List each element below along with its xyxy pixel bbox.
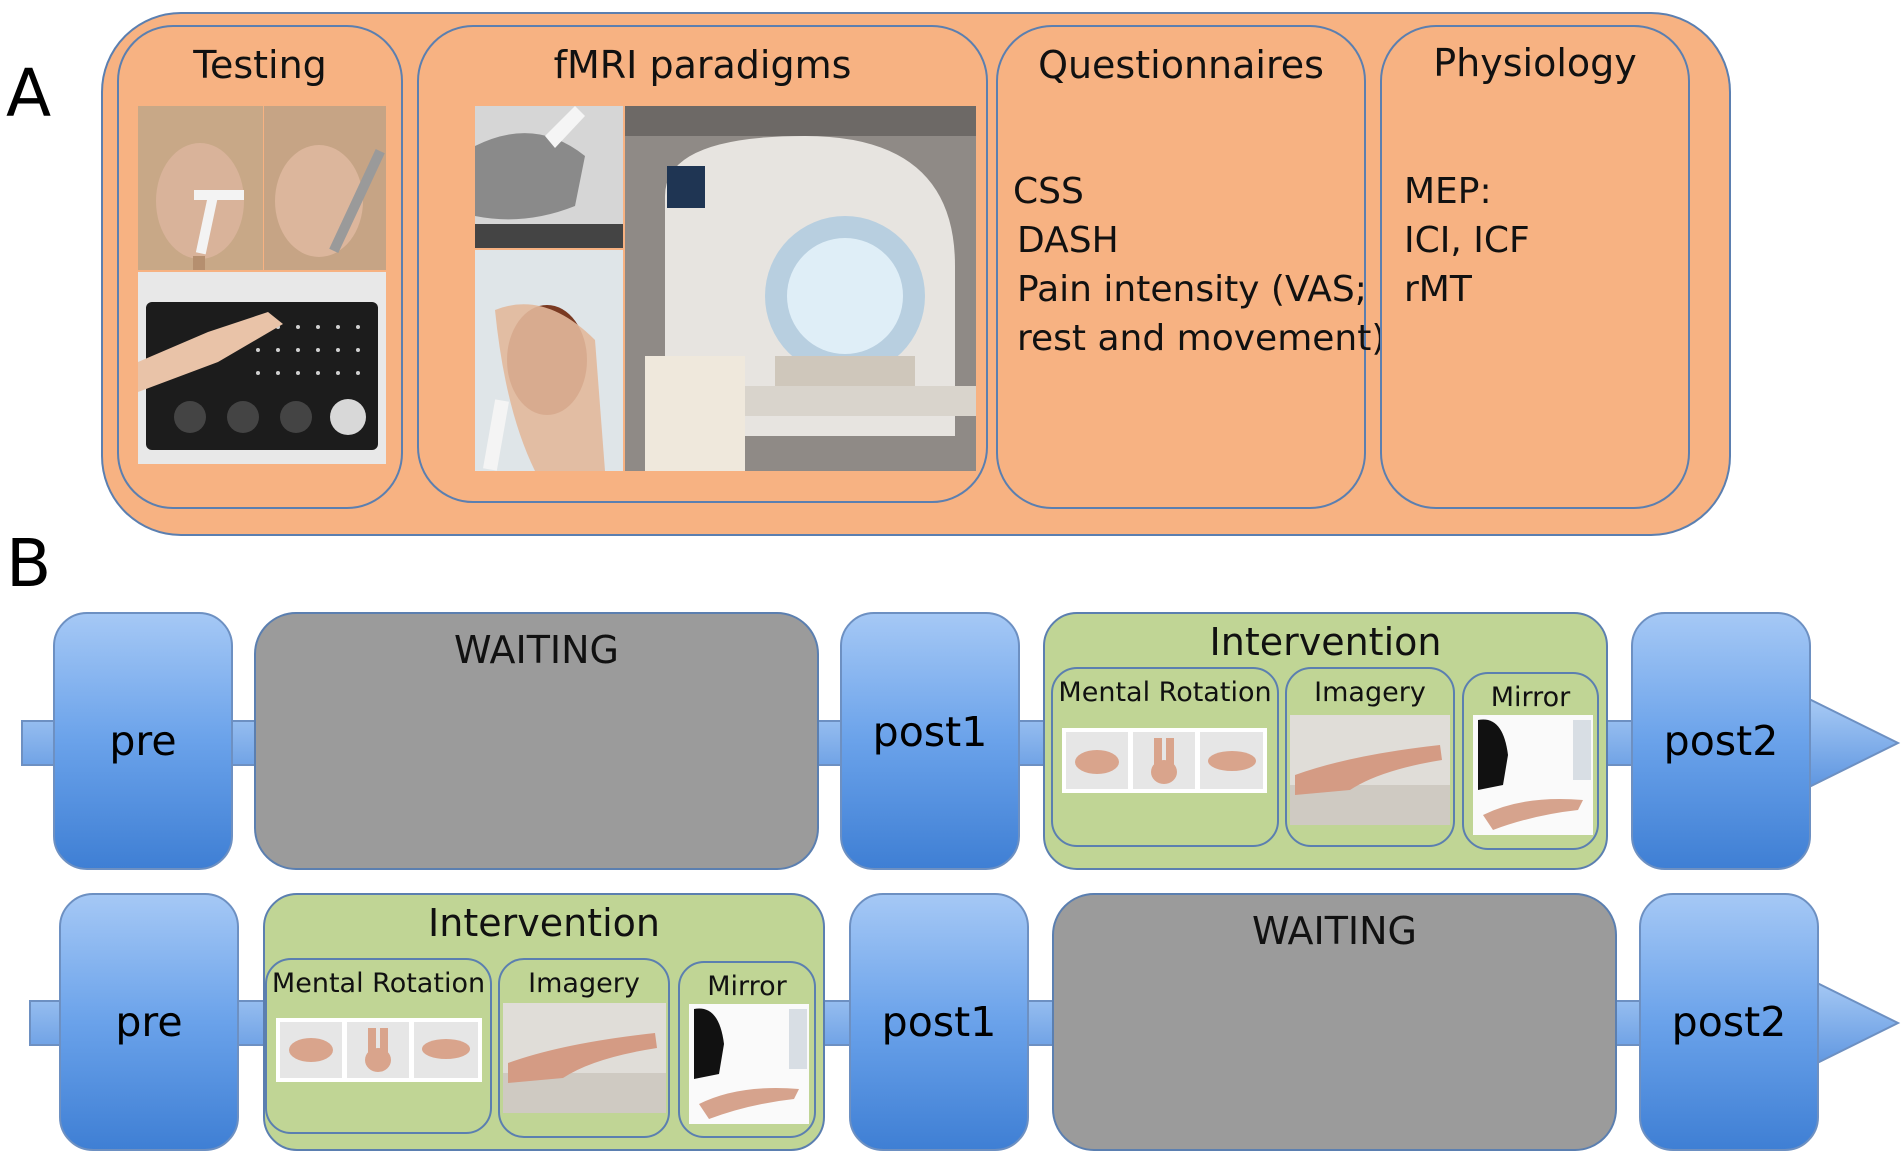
row1-waiting-label: WAITING: [454, 628, 619, 672]
row1-imagery-label: Imagery: [1314, 677, 1426, 708]
row1-mental-rotation-photos: [1062, 728, 1267, 793]
row1-pre-label: pre: [109, 717, 177, 765]
row2-post1-label: post1: [881, 998, 997, 1046]
row2-pre-block: pre: [59, 893, 239, 1151]
questionnaire-item: rest and movement): [1017, 318, 1386, 359]
row1-mental-rotation-label: Mental Rotation: [1058, 677, 1272, 708]
fmri-squeeze-ball-photo: [475, 250, 623, 471]
row2-post2-block: post2: [1639, 893, 1819, 1151]
pegboard-photo: [138, 272, 386, 464]
row2-mental-rotation-label: Mental Rotation: [271, 968, 486, 999]
questionnaires-list: CSS DASH Pain intensity (VAS; rest and m…: [1013, 167, 1385, 363]
row2-imagery-label: Imagery: [528, 968, 640, 999]
row2-post1-block: post1: [849, 893, 1029, 1151]
row1-post1-block: post1: [840, 612, 1020, 870]
row1-post2-block: post2: [1631, 612, 1811, 870]
row1-post2-label: post2: [1663, 717, 1779, 765]
row1-mirror-photo: [1473, 715, 1593, 835]
mri-scanner-photo: [625, 106, 976, 471]
row1-waiting-block: WAITING: [254, 612, 819, 870]
row2-mirror-photo: [689, 1004, 809, 1124]
row2-mirror-label: Mirror: [707, 971, 787, 1002]
questionnaire-item: CSS: [1013, 171, 1084, 212]
physiology-item: MEP:: [1404, 171, 1492, 212]
row2-waiting-block: WAITING: [1052, 893, 1617, 1151]
physiology-list: MEP: ICI, ICF rMT: [1404, 167, 1530, 314]
row1-intervention-title: Intervention: [1209, 620, 1442, 664]
questionnaires-title: Questionnaires: [1038, 43, 1324, 87]
questionnaire-item: Pain intensity (VAS;: [1017, 269, 1367, 310]
row1-mirror-label: Mirror: [1490, 682, 1571, 713]
physiology-item: rMT: [1404, 269, 1472, 310]
panel-b-label: B: [6, 525, 52, 602]
physiology-title: Physiology: [1433, 41, 1637, 85]
testing-title: Testing: [193, 43, 327, 87]
physiology-box: Physiology MEP: ICI, ICF rMT: [1380, 25, 1690, 509]
row2-post2-label: post2: [1671, 998, 1787, 1046]
row2-pre-label: pre: [115, 998, 183, 1046]
row2-imagery-photo: [503, 1003, 666, 1113]
row1-imagery-photo: [1290, 715, 1450, 825]
row2-intervention-title: Intervention: [428, 901, 660, 945]
panel-a-label: A: [6, 55, 52, 132]
fmri-title: fMRI paradigms: [553, 43, 852, 87]
questionnaire-item: DASH: [1017, 220, 1119, 261]
row1-pre-block: pre: [53, 612, 233, 870]
testing-hand-photo-1: [138, 106, 263, 270]
physiology-item: ICI, ICF: [1404, 220, 1530, 261]
testing-hand-photo-2: [264, 106, 386, 270]
row2-waiting-label: WAITING: [1252, 909, 1417, 953]
row1-post1-label: post1: [872, 708, 988, 756]
questionnaires-box: Questionnaires CSS DASH Pain intensity (…: [996, 25, 1385, 509]
row2-mental-rotation-photos: [276, 1018, 482, 1082]
fmri-hand-device-photo: [475, 106, 623, 248]
